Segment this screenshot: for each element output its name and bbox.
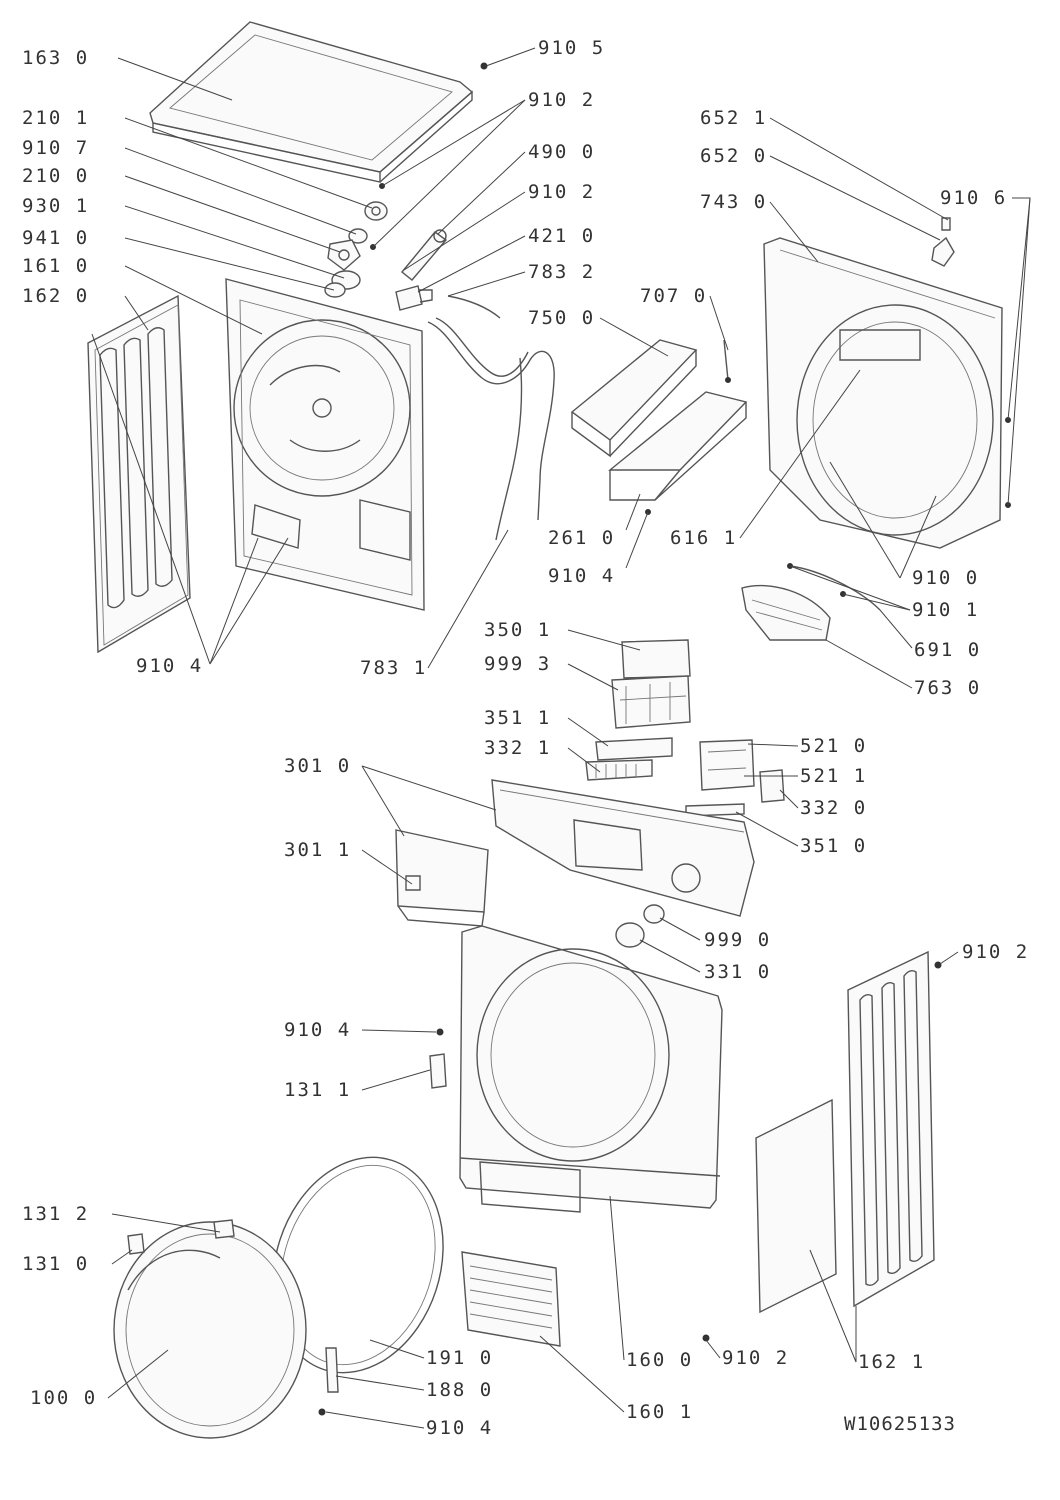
label-910-4-hinge: 910 4 (426, 1417, 493, 1439)
label-910-5: 910 5 (538, 37, 605, 59)
label-910-4-rear: 910 4 (136, 655, 203, 677)
label-910-2-top: 910 2 (528, 89, 595, 111)
label-652-1: 652 1 (700, 107, 767, 129)
label-261-0: 261 0 (548, 527, 615, 549)
label-100-0: 100 0 (30, 1387, 97, 1409)
label-162-1: 162 1 (858, 1351, 925, 1373)
label-301-1: 301 1 (284, 839, 351, 861)
part-hardware-top (324, 62, 488, 298)
label-910-2-second: 910 2 (528, 181, 595, 203)
part-keypad-boards (585, 737, 673, 781)
part-hoses (427, 295, 555, 541)
label-163-0: 163 0 (22, 47, 89, 69)
part-door (113, 1219, 307, 1439)
label-161-0: 161 0 (22, 255, 89, 277)
label-351-0: 351 0 (800, 835, 867, 857)
part-front-panel (459, 925, 723, 1213)
label-351-1: 351 1 (484, 707, 551, 729)
part-right-side-panel (755, 950, 942, 1314)
label-652-0: 652 0 (700, 145, 767, 167)
part-bottom-screw (702, 1334, 710, 1342)
label-941-0: 941 0 (22, 227, 89, 249)
label-162-0: 162 0 (22, 285, 89, 307)
part-control-panel (491, 779, 755, 917)
label-160-1: 160 1 (626, 1401, 693, 1423)
part-electronic-boards (611, 639, 691, 729)
label-332-0: 332 0 (800, 797, 867, 819)
label-750-0: 750 0 (528, 307, 595, 329)
leader-lines (91, 47, 1031, 1429)
part-left-side-panel (87, 294, 191, 654)
label-910-4-switch: 910 4 (284, 1019, 351, 1041)
label-910-2-bottom: 910 2 (722, 1347, 789, 1369)
label-188-0: 188 0 (426, 1379, 493, 1401)
label-910-7: 910 7 (22, 137, 89, 159)
part-door-switch (429, 1028, 447, 1089)
part-vent-grille (461, 1251, 561, 1347)
label-331-0: 331 0 (704, 961, 771, 983)
part-pump-parts (395, 229, 448, 311)
label-691-0: 691 0 (914, 639, 981, 661)
label-301-0: 301 0 (284, 755, 351, 777)
label-350-1: 350 1 (484, 619, 551, 641)
label-210-1: 210 1 (22, 107, 89, 129)
label-616-1: 616 1 (670, 527, 737, 549)
label-191-0: 191 0 (426, 1347, 493, 1369)
label-521-0: 521 0 (800, 735, 867, 757)
label-521-1: 521 1 (800, 765, 867, 787)
callout-labels: 163 0 910 5 210 1 910 2 910 7 490 0 210 … (22, 37, 1029, 1439)
document-number: W10625133 (844, 1413, 956, 1435)
label-910-2-right: 910 2 (962, 941, 1029, 963)
part-rear-panel (225, 278, 425, 611)
label-910-4-duct: 910 4 (548, 565, 615, 587)
label-763-0: 763 0 (914, 677, 981, 699)
part-hinge (318, 1347, 339, 1416)
part-condenser-ducts (570, 339, 748, 515)
label-999-0: 999 0 (704, 929, 771, 951)
label-707-0: 707 0 (640, 285, 707, 307)
label-783-1: 783 1 (360, 657, 427, 679)
label-910-6: 910 6 (940, 187, 1007, 209)
part-water-container (395, 829, 489, 927)
label-783-2: 783 2 (528, 261, 595, 283)
label-210-0: 210 0 (22, 165, 89, 187)
label-910-0: 910 0 (912, 567, 979, 589)
label-131-1: 131 1 (284, 1079, 351, 1101)
label-160-0: 160 0 (626, 1349, 693, 1371)
label-332-1: 332 1 (484, 737, 551, 759)
part-right-electronics (685, 739, 785, 817)
part-lint-filter (741, 563, 881, 641)
label-131-2: 131 2 (22, 1203, 89, 1225)
label-999-3: 999 3 (484, 653, 551, 675)
label-131-0: 131 0 (22, 1253, 89, 1275)
label-910-1: 910 1 (912, 599, 979, 621)
label-421-0: 421 0 (528, 225, 595, 247)
part-front-bulkhead (763, 217, 1011, 549)
part-knob (615, 904, 665, 948)
part-top-cover (149, 21, 474, 183)
label-930-1: 930 1 (22, 195, 89, 217)
label-743-0: 743 0 (700, 191, 767, 213)
label-490-0: 490 0 (528, 141, 595, 163)
